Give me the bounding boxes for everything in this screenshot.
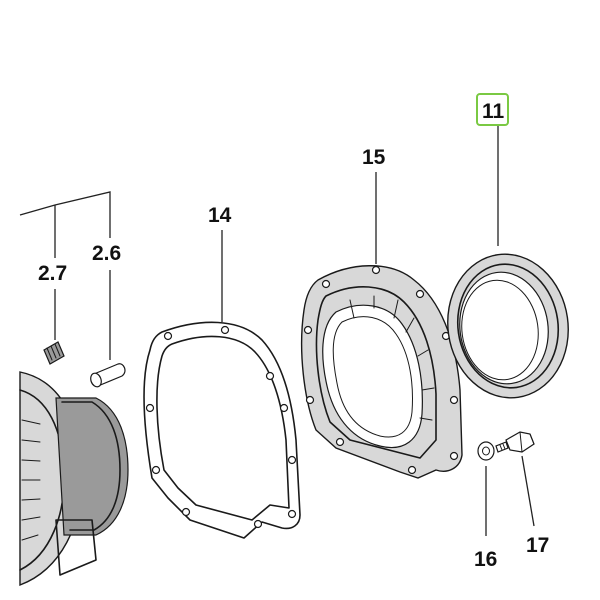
leader-bracket-2-6-2-7 [19, 191, 111, 258]
housing-bolt-hole [335, 437, 345, 447]
housing-bolt-hole [407, 465, 417, 475]
housing-bolt-hole [415, 289, 425, 299]
gasket-bolt-hole [253, 519, 263, 529]
highlight-box [476, 93, 509, 126]
callout-2-7: 2.7 [38, 262, 67, 285]
bolt-part-17 [495, 431, 535, 453]
gasket-bolt-hole [151, 465, 161, 475]
set-screw-part-2-7 [43, 341, 65, 365]
gasket-bolt-hole [220, 325, 230, 335]
gasket-bolt-hole [163, 331, 173, 341]
seal-carrier-part-15 [300, 265, 463, 479]
housing-bolt-hole [449, 451, 459, 461]
dowel-pin-part-2-6 [90, 363, 126, 388]
housing-bolt-hole [305, 395, 315, 405]
gasket-part-14 [143, 321, 301, 539]
callout-16: 16 [474, 548, 497, 571]
gasket-bolt-hole [265, 371, 275, 381]
gasket-bolt-hole [287, 509, 297, 519]
housing-bolt-hole [321, 279, 331, 289]
washer-part-16 [477, 441, 495, 461]
callout-17: 17 [526, 534, 549, 557]
gasket-bolt-hole [181, 507, 191, 517]
gasket-bolt-hole [145, 403, 155, 413]
callout-2-6: 2.6 [92, 242, 121, 265]
housing-bolt-hole [371, 265, 381, 275]
gasket-bolt-hole [279, 403, 289, 413]
oil-seal-part-11 [447, 253, 569, 399]
gasket-bolt-hole [287, 455, 297, 465]
callout-14: 14 [208, 204, 232, 227]
housing-bolt-hole [303, 325, 313, 335]
housing-bolt-hole [449, 395, 459, 405]
callout-11: 11 [482, 100, 505, 123]
crankshaft-part [19, 371, 129, 587]
callout-15: 15 [362, 146, 386, 169]
